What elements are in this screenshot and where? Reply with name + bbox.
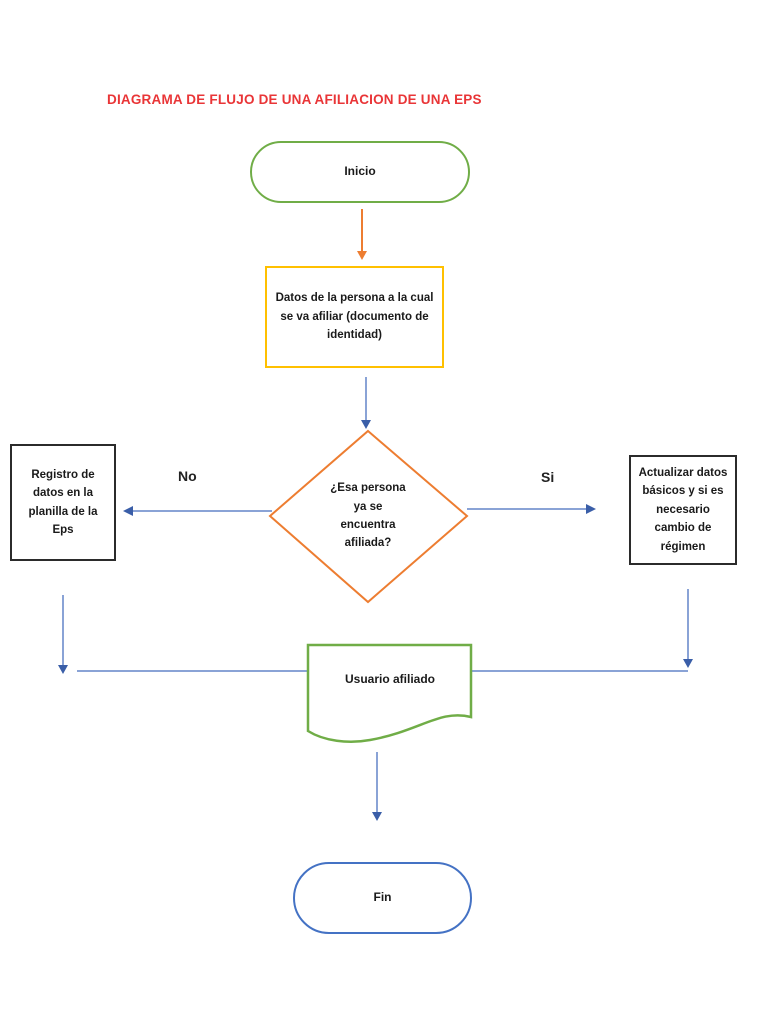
node-end-label: Fin (373, 890, 392, 905)
diamond-outline (268, 429, 469, 604)
arrow-no-stem (132, 510, 272, 512)
node-decision-label: ¿Esa persona ya se encuentra afiliada? (330, 482, 406, 550)
arrow-document-to-end-stem (376, 752, 378, 813)
arrow-start-to-input-stem (361, 209, 363, 252)
node-decision-shape (268, 429, 469, 604)
connector-update-down-stem (687, 589, 689, 660)
connector-document-right-line (470, 670, 688, 672)
connector-update-down-head-icon (683, 659, 693, 668)
node-document-label: Usuario afiliado (344, 672, 436, 687)
node-end: Fin (293, 862, 472, 934)
arrow-input-to-decision-stem (365, 377, 367, 421)
arrow-si-stem (467, 508, 587, 510)
arrow-input-to-decision-head-icon (361, 420, 371, 429)
arrow-document-to-end-head-icon (372, 812, 382, 821)
arrow-si-head-icon (586, 504, 596, 514)
edge-label-no: No (178, 468, 197, 484)
connector-document-left-line (77, 670, 308, 672)
node-register-label: Registro de datos en la planilla de la E… (28, 468, 98, 536)
node-update: Actualizar datos básicos y si es necesar… (629, 455, 737, 565)
node-update-label: Actualizar datos básicos y si es necesar… (638, 467, 728, 553)
node-input-label: Datos de la persona a la cual se va afil… (275, 292, 434, 342)
arrow-start-to-input-head-icon (357, 251, 367, 260)
arrow-no-head-icon (123, 506, 133, 516)
page-title: DIAGRAMA DE FLUJO DE UNA AFILIACION DE U… (107, 92, 482, 107)
node-document-shape (306, 643, 473, 743)
edge-label-si: Si (541, 469, 555, 485)
node-start: Inicio (250, 141, 470, 203)
connector-register-down-head-icon (58, 665, 68, 674)
connector-register-down-stem (62, 595, 64, 666)
document-outline (306, 643, 473, 743)
node-start-label: Inicio (344, 164, 376, 179)
node-input: Datos de la persona a la cual se va afil… (265, 266, 444, 368)
node-register: Registro de datos en la planilla de la E… (10, 444, 116, 561)
